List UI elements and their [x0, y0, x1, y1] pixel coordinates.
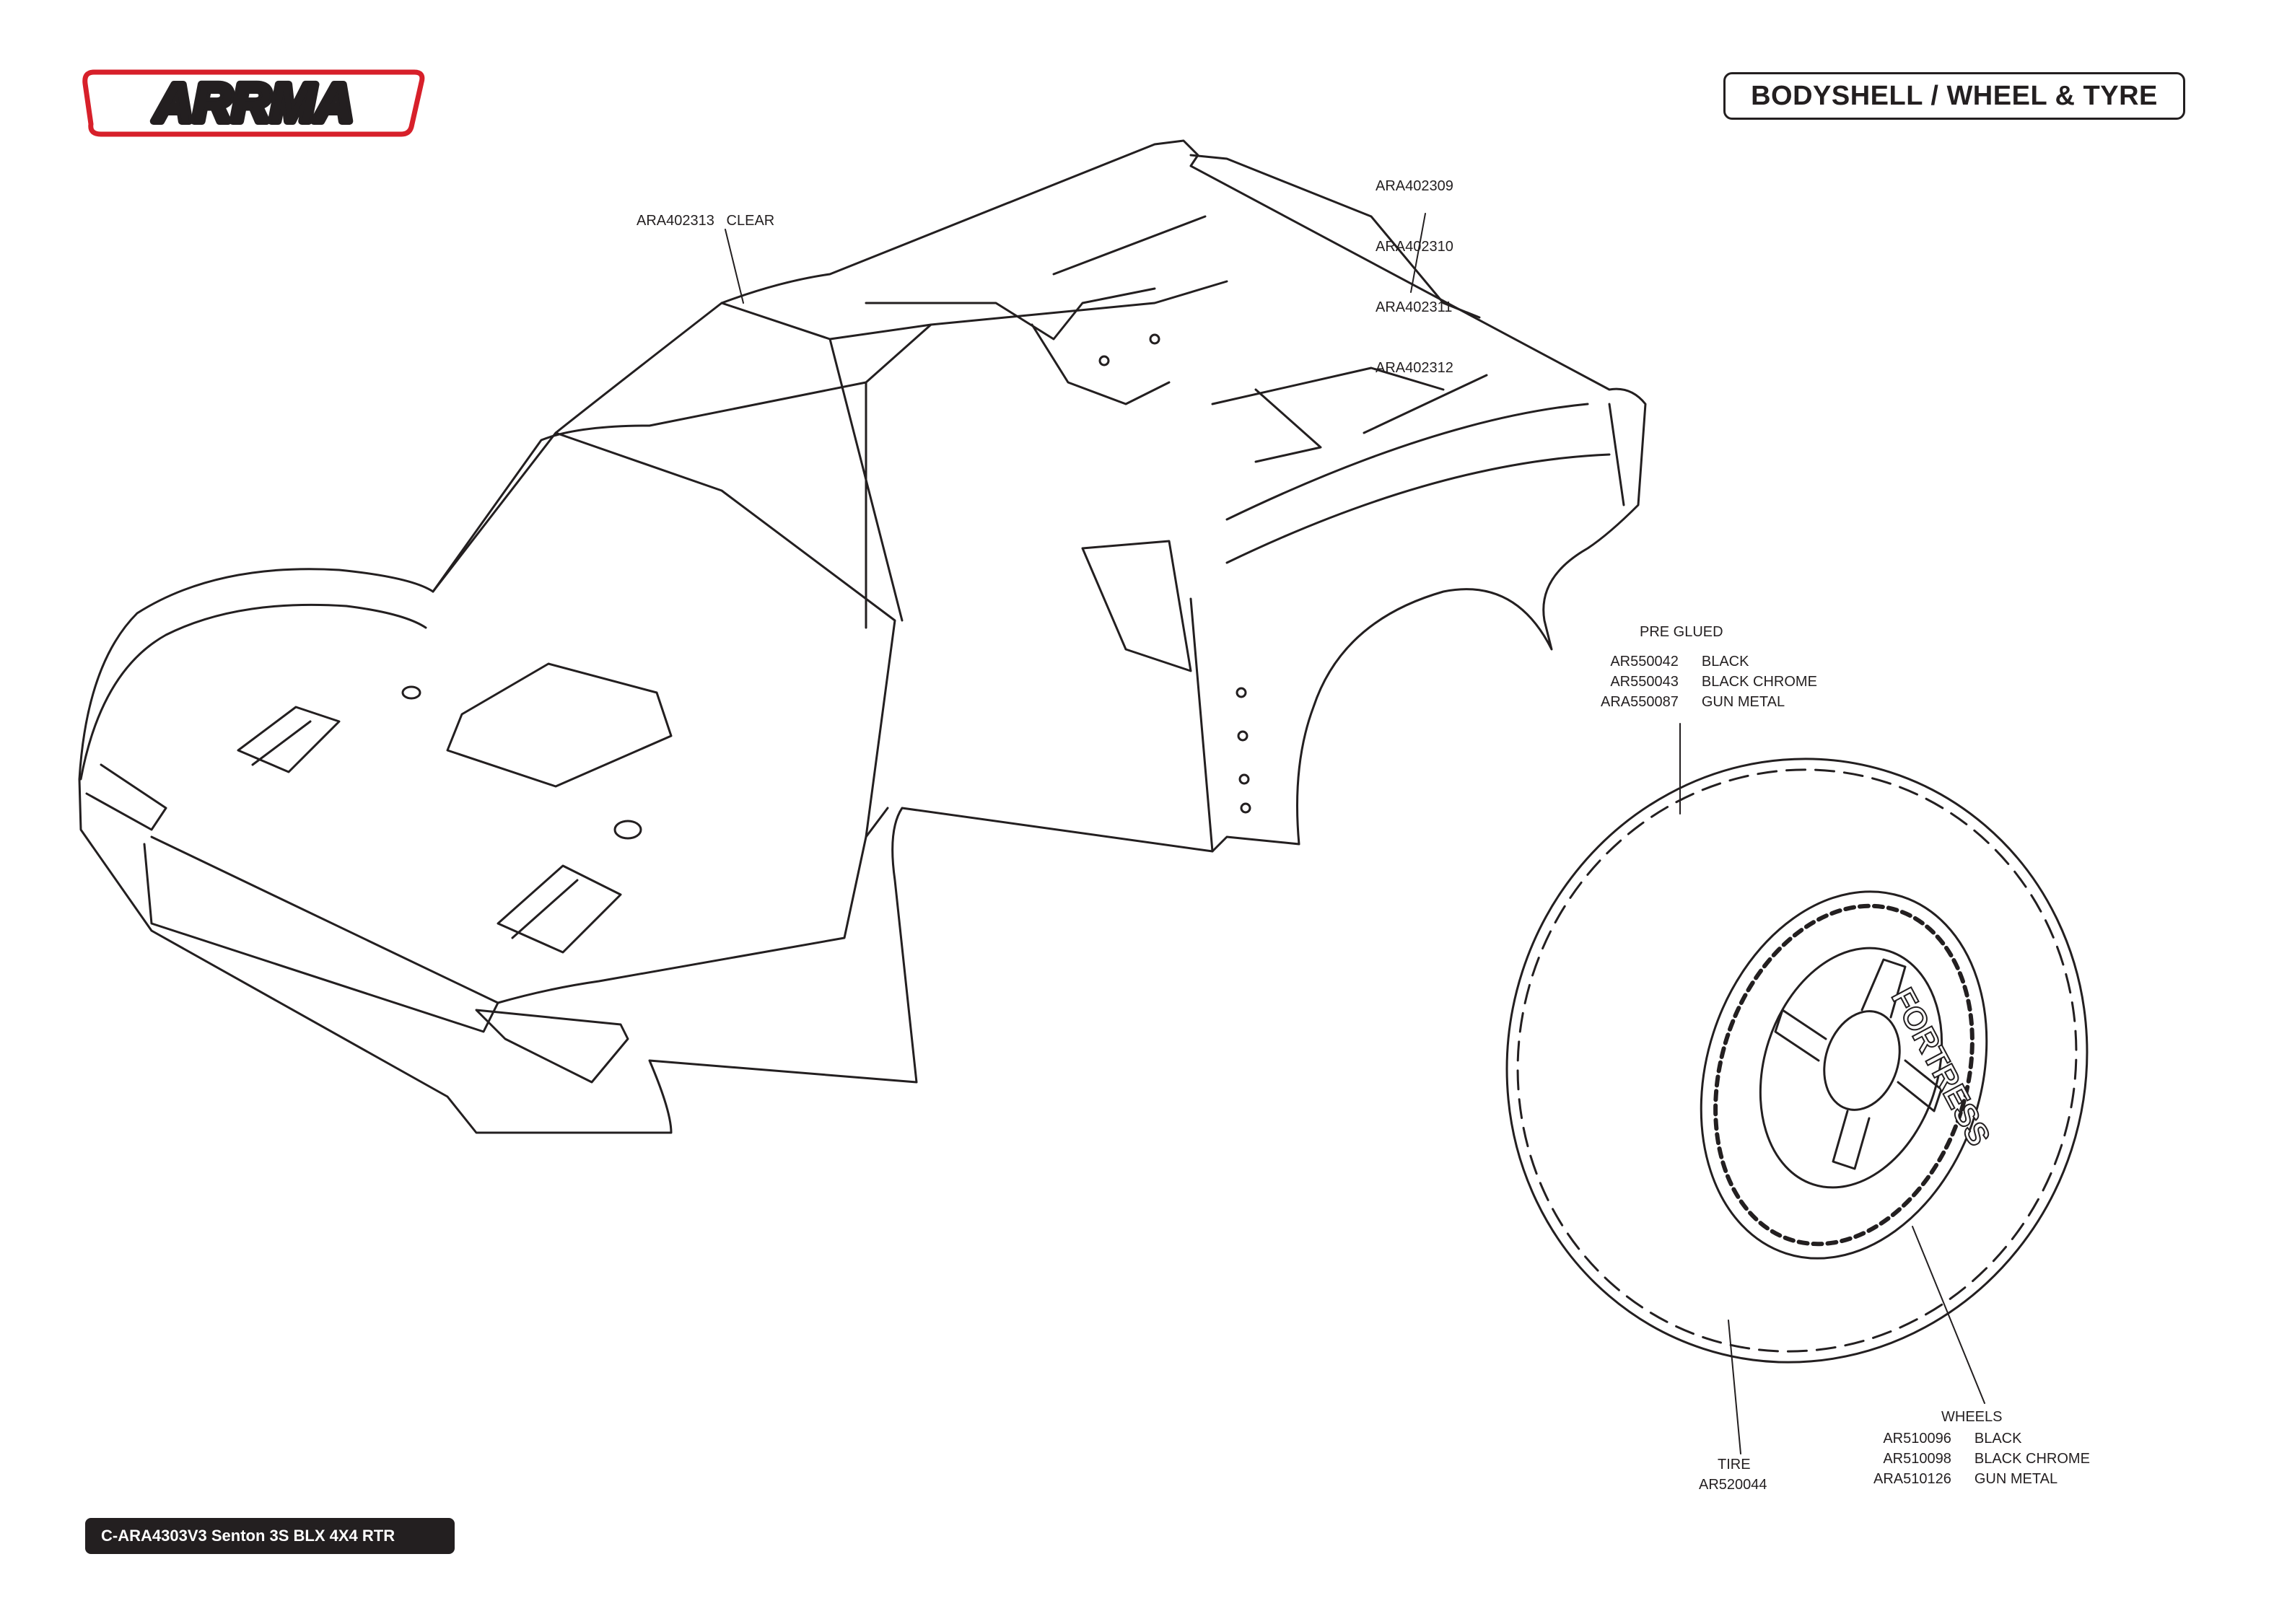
tire-sidewall-text: FORTRESS [1884, 983, 1997, 1152]
callout-body-clear: ARA402313 CLEAR [637, 213, 775, 229]
logo-text: ARRMA [153, 73, 353, 133]
part-finish: BLACK [1701, 654, 1749, 670]
arrma-logo: ARRMA ARRMA [81, 66, 427, 142]
part-code: ARA550087 [1601, 694, 1679, 710]
part-finish: BLACK [1974, 1431, 2022, 1447]
callout-body-colors: ARA402309 ARA402310 ARA402311 ARA402312 [1376, 136, 1453, 398]
pre-glued-heading: PRE GLUED [1640, 624, 1723, 640]
part-code: AR510098 [1883, 1451, 1951, 1467]
tire-wheel-drawing [1505, 758, 2089, 1364]
page-title: BODYSHELL / WHEEL & TYRE [1723, 72, 2185, 120]
part-code: AR550043 [1610, 674, 1679, 690]
part-finish: BLACK CHROME [1701, 674, 1817, 690]
body-color-code: ARA402312 [1376, 360, 1453, 376]
bodyshell-drawing [78, 139, 1647, 1134]
body-color-code: ARA402311 [1376, 299, 1453, 315]
tire-code: AR520044 [1699, 1477, 1767, 1493]
footer-model-label: C-ARA4303V3 Senton 3S BLX 4X4 RTR [85, 1518, 455, 1554]
tire-heading: TIRE [1718, 1457, 1751, 1472]
leader-lines [725, 213, 1985, 1454]
wheels-list: AR510096 BLACK AR510098 BLACK CHROME ARA… [1873, 1428, 2090, 1489]
part-code: AR550042 [1610, 654, 1679, 670]
body-color-code: ARA402310 [1376, 239, 1453, 255]
part-code: ARA510126 [1873, 1471, 1951, 1487]
part-code: AR510096 [1883, 1431, 1951, 1447]
part-finish: BLACK CHROME [1974, 1451, 2090, 1467]
wheels-heading: WHEELS [1941, 1409, 2003, 1425]
part-finish: GUN METAL [1974, 1471, 2058, 1487]
pre-glued-list: AR550042 BLACK AR550043 BLACK CHROME ARA… [1601, 651, 1817, 712]
logo-text-outline: ARRMA [153, 73, 353, 133]
body-color-code: ARA402309 [1376, 178, 1453, 194]
part-finish: GUN METAL [1701, 694, 1785, 710]
